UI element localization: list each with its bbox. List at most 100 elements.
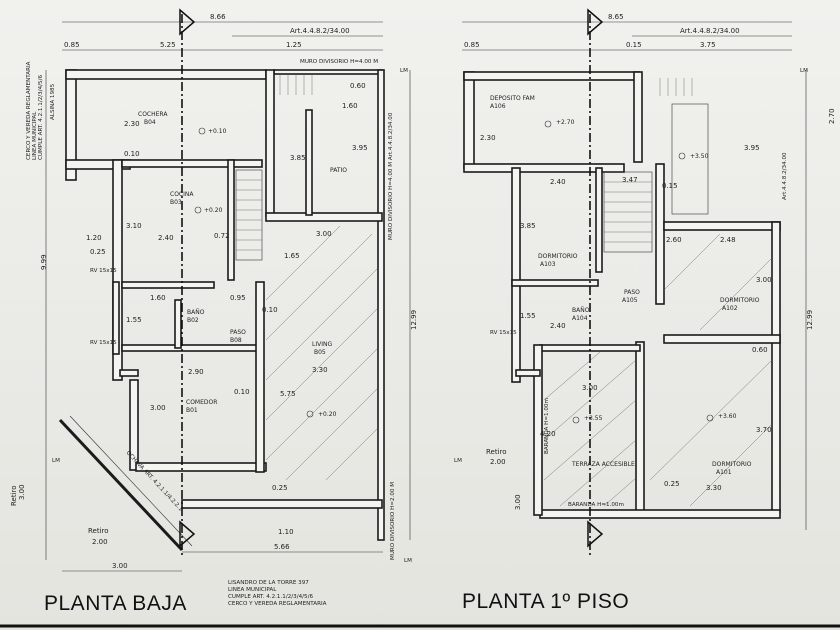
- room-code: B04: [144, 119, 156, 126]
- level-mark: +3.55: [584, 415, 603, 422]
- dim: 3.00: [18, 484, 26, 500]
- dim: 12.99: [410, 310, 418, 330]
- room-code: B02: [187, 317, 199, 324]
- dim: 1.65: [284, 252, 300, 260]
- dim: 2.90: [188, 368, 204, 376]
- stairs: [603, 78, 709, 253]
- dim: 9.99: [40, 254, 48, 270]
- dim: 1.60: [150, 294, 166, 302]
- rv-label: RV 15x15: [90, 268, 117, 274]
- ochava-label: OCHAVA ART. 4.2.1.1/4.2.2.1: [125, 450, 184, 513]
- rv-label: RV 15x15: [90, 340, 117, 346]
- dim: 0.85: [64, 41, 80, 49]
- dim: 3.00: [316, 230, 332, 238]
- room-code: A101: [716, 469, 732, 476]
- retiro-label: Retiro: [486, 448, 507, 456]
- dim: 3.70: [756, 426, 772, 434]
- room-name: DORMITORIO: [712, 461, 752, 468]
- room-name: COCINA: [170, 191, 194, 198]
- dim: 12.99: [806, 310, 814, 330]
- dim: 0.85: [464, 41, 480, 49]
- room-name: COCHERA: [138, 111, 168, 118]
- dim: 3.30: [312, 366, 328, 374]
- dim: 2.40: [158, 234, 174, 242]
- dim: 0.10: [262, 306, 278, 314]
- lm-label: LM: [454, 458, 462, 464]
- dim: 3.95: [744, 144, 760, 152]
- room-code: A106: [490, 103, 506, 110]
- dim: 0.60: [350, 82, 366, 90]
- dim: 3.85: [520, 222, 536, 230]
- dim: 2.40: [550, 178, 566, 186]
- room-name: BAÑO: [572, 307, 590, 314]
- article-label: Art.4.4.8.2/34.00: [290, 27, 350, 35]
- level-mark: +3.50: [690, 153, 709, 160]
- dim: 4.20: [540, 430, 556, 438]
- dim: 3.10: [126, 222, 142, 230]
- lm-label: LM: [800, 68, 808, 74]
- dim: 3.00: [582, 384, 598, 392]
- level-mark: +0.20: [318, 411, 337, 418]
- divider-wall-label: MURO DIVISORIO H=4.00 M Art.4.4.8.2/34.0…: [388, 112, 394, 240]
- lm-label: LM: [52, 458, 60, 464]
- room-code: A105: [622, 297, 638, 304]
- dim-total-width: 8.66: [210, 13, 226, 21]
- living-hatch: [265, 225, 379, 481]
- room-code: B08: [230, 337, 242, 344]
- room-code: B01: [186, 407, 198, 414]
- room-name: DEPOSITO FAM: [490, 95, 535, 102]
- dim: 3.75: [700, 41, 716, 49]
- railing-label: BARANDA H=1.00m: [544, 398, 550, 454]
- room-name: PATIO: [330, 167, 347, 174]
- room-code: A102: [722, 305, 738, 312]
- level-mark: +0.10: [208, 128, 227, 135]
- dim: 2.00: [92, 538, 108, 546]
- side-note: CUMPLE ART. 4.2.1.1/2/3/4/5/6: [38, 75, 44, 160]
- level-mark: +0.20: [204, 207, 223, 214]
- room-name: LIVING: [312, 341, 332, 348]
- dim: 3.47: [622, 176, 638, 184]
- level-mark: +2.70: [556, 119, 575, 126]
- dim: 0.15: [662, 182, 678, 190]
- divider-wall-label: MURO DIVISORIO H=4.00 M: [300, 59, 378, 65]
- divider-wall-label: MURO DIVISORIO H=2.00 M: [390, 482, 396, 560]
- title-note-line: LINEA MUNICIPAL: [228, 587, 277, 593]
- dim: 2.70: [828, 108, 836, 124]
- dim: 1.20: [86, 234, 102, 242]
- dim: 1.25: [286, 41, 302, 49]
- dim: 0.25: [90, 248, 106, 256]
- room-code: A104: [572, 315, 588, 322]
- dim: 3.00: [756, 276, 772, 284]
- room-name: COMEDOR: [186, 399, 217, 406]
- dim: 3.30: [706, 484, 722, 492]
- lm-label: LM: [400, 68, 408, 74]
- retiro-label: Retiro: [10, 485, 18, 506]
- dim: 0.25: [664, 480, 680, 488]
- title-note-line: CERCO Y VEREDA REGLAMENTARIA: [228, 601, 327, 607]
- level-mark: +3.60: [718, 413, 737, 420]
- article-label: Art.4.4.8.2/34.00: [782, 152, 788, 200]
- room-name: DORMITORIO: [538, 253, 578, 260]
- room-name: PASO: [624, 289, 640, 296]
- room-code: A103: [540, 261, 556, 268]
- title-note-line: CUMPLE ART. 4.2.1.1/2/3/4/5/6: [228, 594, 313, 600]
- dim-total-width: 8.65: [608, 13, 624, 21]
- room-code: B05: [314, 349, 326, 356]
- room-name: DORMITORIO: [720, 297, 760, 304]
- dim: 2.48: [720, 236, 736, 244]
- dim: 2.40: [550, 322, 566, 330]
- dim: 0.15: [626, 41, 642, 49]
- dim: 3.85: [290, 154, 306, 162]
- dim: 5.25: [160, 41, 176, 49]
- ground-floor-title: PLANTA BAJA: [44, 592, 187, 615]
- room-name: BAÑO: [187, 309, 205, 316]
- dim: 2.00: [490, 458, 506, 466]
- dim: 0.95: [230, 294, 246, 302]
- room-code: B03: [170, 199, 182, 206]
- lm-label: LM: [404, 558, 412, 564]
- dim: 2.30: [480, 134, 496, 142]
- dim: 0.10: [124, 150, 140, 158]
- stairs: [235, 75, 313, 261]
- dim: 5.75: [280, 390, 296, 398]
